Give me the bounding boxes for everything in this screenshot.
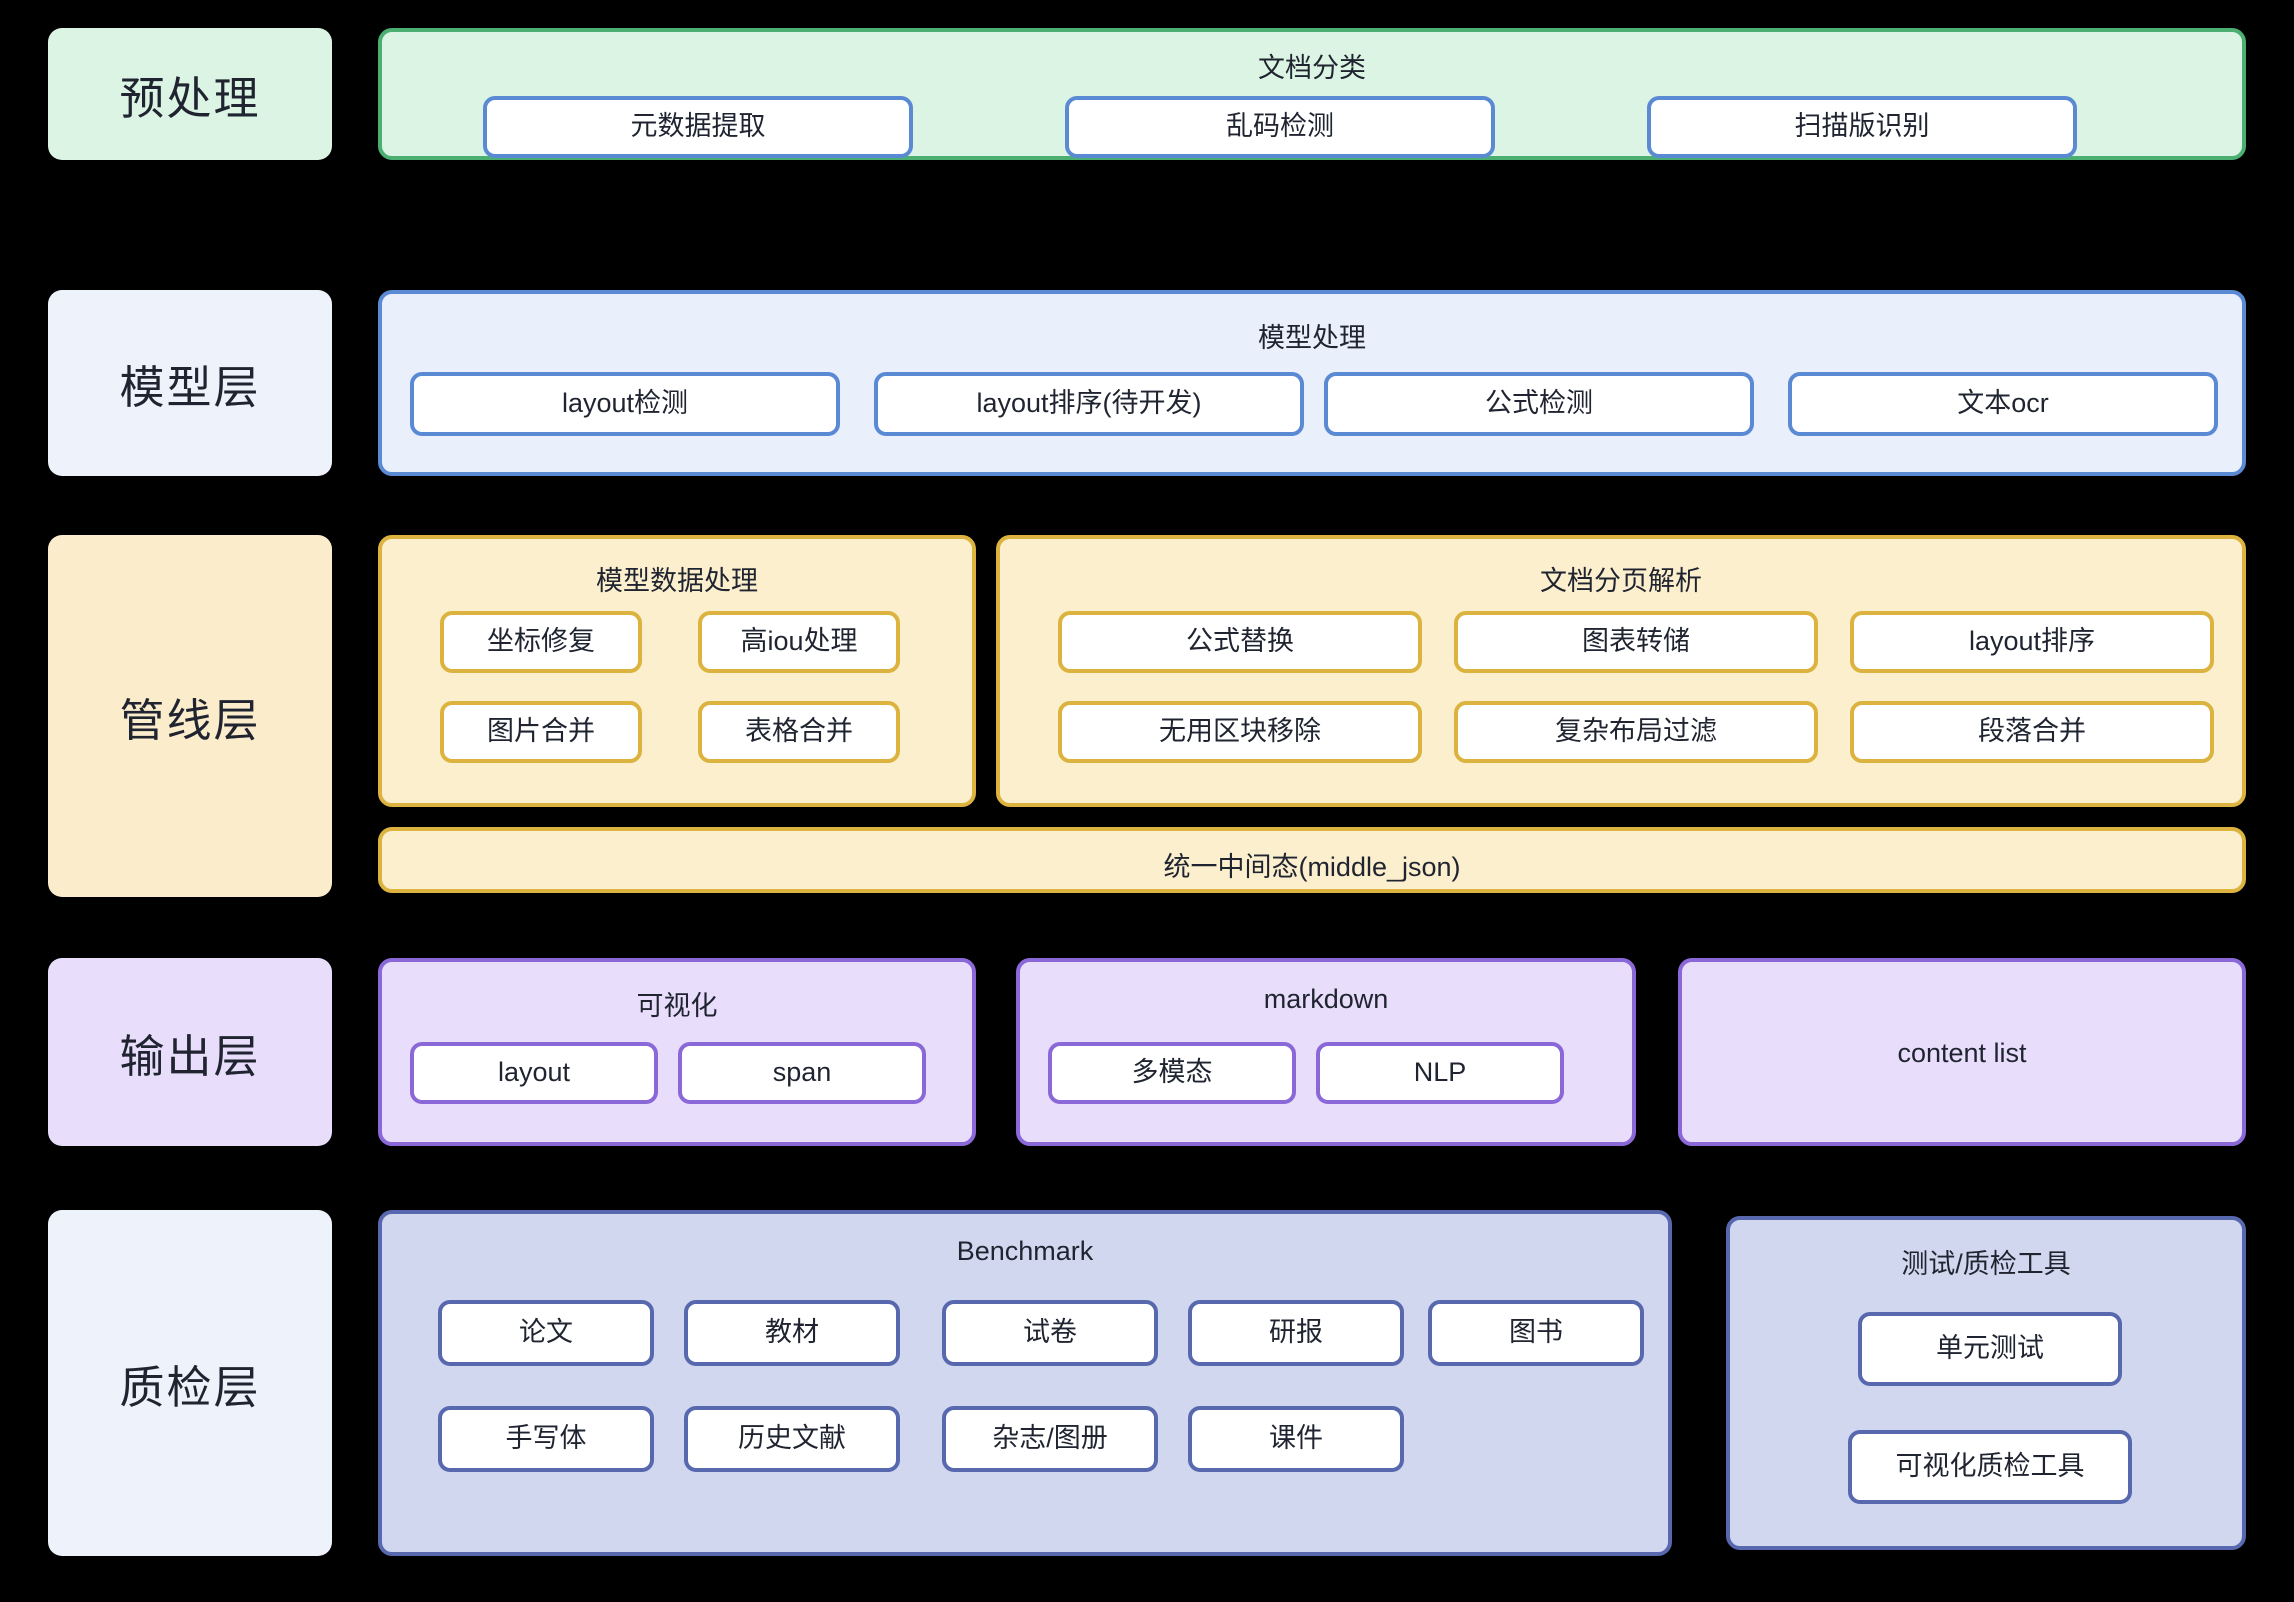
group-doc-classification: 文档分类 元数据提取 乱码检测 扫描版识别 [378, 28, 2246, 160]
node-layout-sort[interactable]: layout排序 [1850, 611, 2214, 673]
node-multimodal[interactable]: 多模态 [1048, 1042, 1296, 1104]
group-title: 可视化 [636, 991, 718, 1021]
group-benchmark: Benchmark 论文 教材 试卷 研报 图书 手写体 历史文献 杂志/图册 … [378, 1210, 1672, 1556]
node-complex-layout-filter[interactable]: 复杂布局过滤 [1454, 701, 1818, 763]
node-garbled-detect[interactable]: 乱码检测 [1065, 96, 1495, 158]
node-formula-detect[interactable]: 公式检测 [1324, 372, 1754, 436]
node-book[interactable]: 图书 [1428, 1300, 1644, 1366]
node-paper[interactable]: 论文 [438, 1300, 654, 1366]
layer-label-text: 输出层 [119, 1030, 261, 1082]
layer-label-pipeline: 管线层 [48, 535, 332, 897]
node-textbook[interactable]: 教材 [684, 1300, 900, 1366]
node-unit-test[interactable]: 单元测试 [1858, 1312, 2122, 1386]
node-image-merge[interactable]: 图片合并 [440, 701, 642, 763]
layer-label-qa: 质检层 [48, 1210, 332, 1556]
layer-label-text: 质检层 [119, 1361, 261, 1413]
node-table-merge[interactable]: 表格合并 [698, 701, 900, 763]
group-title: 测试/质检工具 [1901, 1249, 2071, 1279]
content-list-label: content list [1897, 1038, 2027, 1068]
node-courseware[interactable]: 课件 [1188, 1406, 1404, 1472]
node-text-ocr[interactable]: 文本ocr [1788, 372, 2218, 436]
group-content-list[interactable]: content list [1678, 958, 2246, 1146]
node-historical-doc[interactable]: 历史文献 [684, 1406, 900, 1472]
middle-json-label: 统一中间态(middle_json) [1163, 852, 1461, 882]
layer-label-text: 预处理 [119, 72, 261, 124]
pipeline-panels: 模型数据处理 坐标修复 高iou处理 图片合并 表格合并 文档分页解析 公式替换… [378, 535, 2246, 897]
node-exam[interactable]: 试卷 [942, 1300, 1158, 1366]
preprocess-panels: 文档分类 元数据提取 乱码检测 扫描版识别 [378, 28, 2246, 160]
layer-row-pipeline: 管线层 模型数据处理 坐标修复 高iou处理 图片合并 表格合并 文档分页解析 … [0, 535, 2294, 897]
group-markdown: markdown 多模态 NLP [1016, 958, 1636, 1146]
qa-panels: Benchmark 论文 教材 试卷 研报 图书 手写体 历史文献 杂志/图册 … [378, 1210, 2246, 1556]
group-middle-json[interactable]: 统一中间态(middle_json) [378, 827, 2246, 893]
group-title: 模型数据处理 [596, 566, 758, 596]
node-layout-view[interactable]: layout [410, 1042, 658, 1104]
node-scanned-recognize[interactable]: 扫描版识别 [1647, 96, 2077, 158]
output-panels: 可视化 layout span markdown 多模态 NLP content… [378, 958, 2246, 1146]
group-model-data-processing: 模型数据处理 坐标修复 高iou处理 图片合并 表格合并 [378, 535, 976, 807]
node-metadata-extract[interactable]: 元数据提取 [483, 96, 913, 158]
node-coord-repair[interactable]: 坐标修复 [440, 611, 642, 673]
node-formula-replace[interactable]: 公式替换 [1058, 611, 1422, 673]
group-model-processing: 模型处理 layout检测 layout排序(待开发) 公式检测 文本ocr [378, 290, 2246, 476]
group-page-parsing: 文档分页解析 公式替换 图表转储 layout排序 无用区块移除 复杂布局过滤 … [996, 535, 2246, 807]
group-title: Benchmark [956, 1236, 1094, 1266]
node-layout-sort-wip[interactable]: layout排序(待开发) [874, 372, 1304, 436]
node-handwriting[interactable]: 手写体 [438, 1406, 654, 1472]
layer-label-output: 输出层 [48, 958, 332, 1146]
model-panels: 模型处理 layout检测 layout排序(待开发) 公式检测 文本ocr [378, 290, 2246, 476]
layer-row-qa: 质检层 Benchmark 论文 教材 试卷 研报 图书 手写体 历史文献 杂志… [0, 1210, 2294, 1556]
node-paragraph-merge[interactable]: 段落合并 [1850, 701, 2214, 763]
node-high-iou[interactable]: 高iou处理 [698, 611, 900, 673]
layer-label-text: 管线层 [119, 694, 261, 746]
node-chart-dump[interactable]: 图表转储 [1454, 611, 1818, 673]
layer-label-text: 模型层 [119, 361, 261, 413]
layer-label-model: 模型层 [48, 290, 332, 476]
group-visualization: 可视化 layout span [378, 958, 976, 1146]
node-span-view[interactable]: span [678, 1042, 926, 1104]
group-title: markdown [1263, 984, 1389, 1014]
layer-row-preprocess: 预处理 文档分类 元数据提取 乱码检测 扫描版识别 [0, 28, 2294, 160]
node-nlp[interactable]: NLP [1316, 1042, 1564, 1104]
node-layout-detect[interactable]: layout检测 [410, 372, 840, 436]
group-title: 文档分类 [1258, 53, 1366, 83]
group-test-qa-tools: 测试/质检工具 单元测试 可视化质检工具 [1726, 1216, 2246, 1550]
layer-label-preprocess: 预处理 [48, 28, 332, 160]
node-visual-qa-tool[interactable]: 可视化质检工具 [1848, 1430, 2132, 1504]
layer-row-model: 模型层 模型处理 layout检测 layout排序(待开发) 公式检测 文本o… [0, 290, 2294, 476]
node-research-report[interactable]: 研报 [1188, 1300, 1404, 1366]
node-magazine-album[interactable]: 杂志/图册 [942, 1406, 1158, 1472]
group-title: 模型处理 [1258, 323, 1366, 353]
layer-row-output: 输出层 可视化 layout span markdown 多模态 NLP con… [0, 958, 2294, 1146]
group-title: 文档分页解析 [1540, 566, 1702, 596]
node-useless-block-remove[interactable]: 无用区块移除 [1058, 701, 1422, 763]
